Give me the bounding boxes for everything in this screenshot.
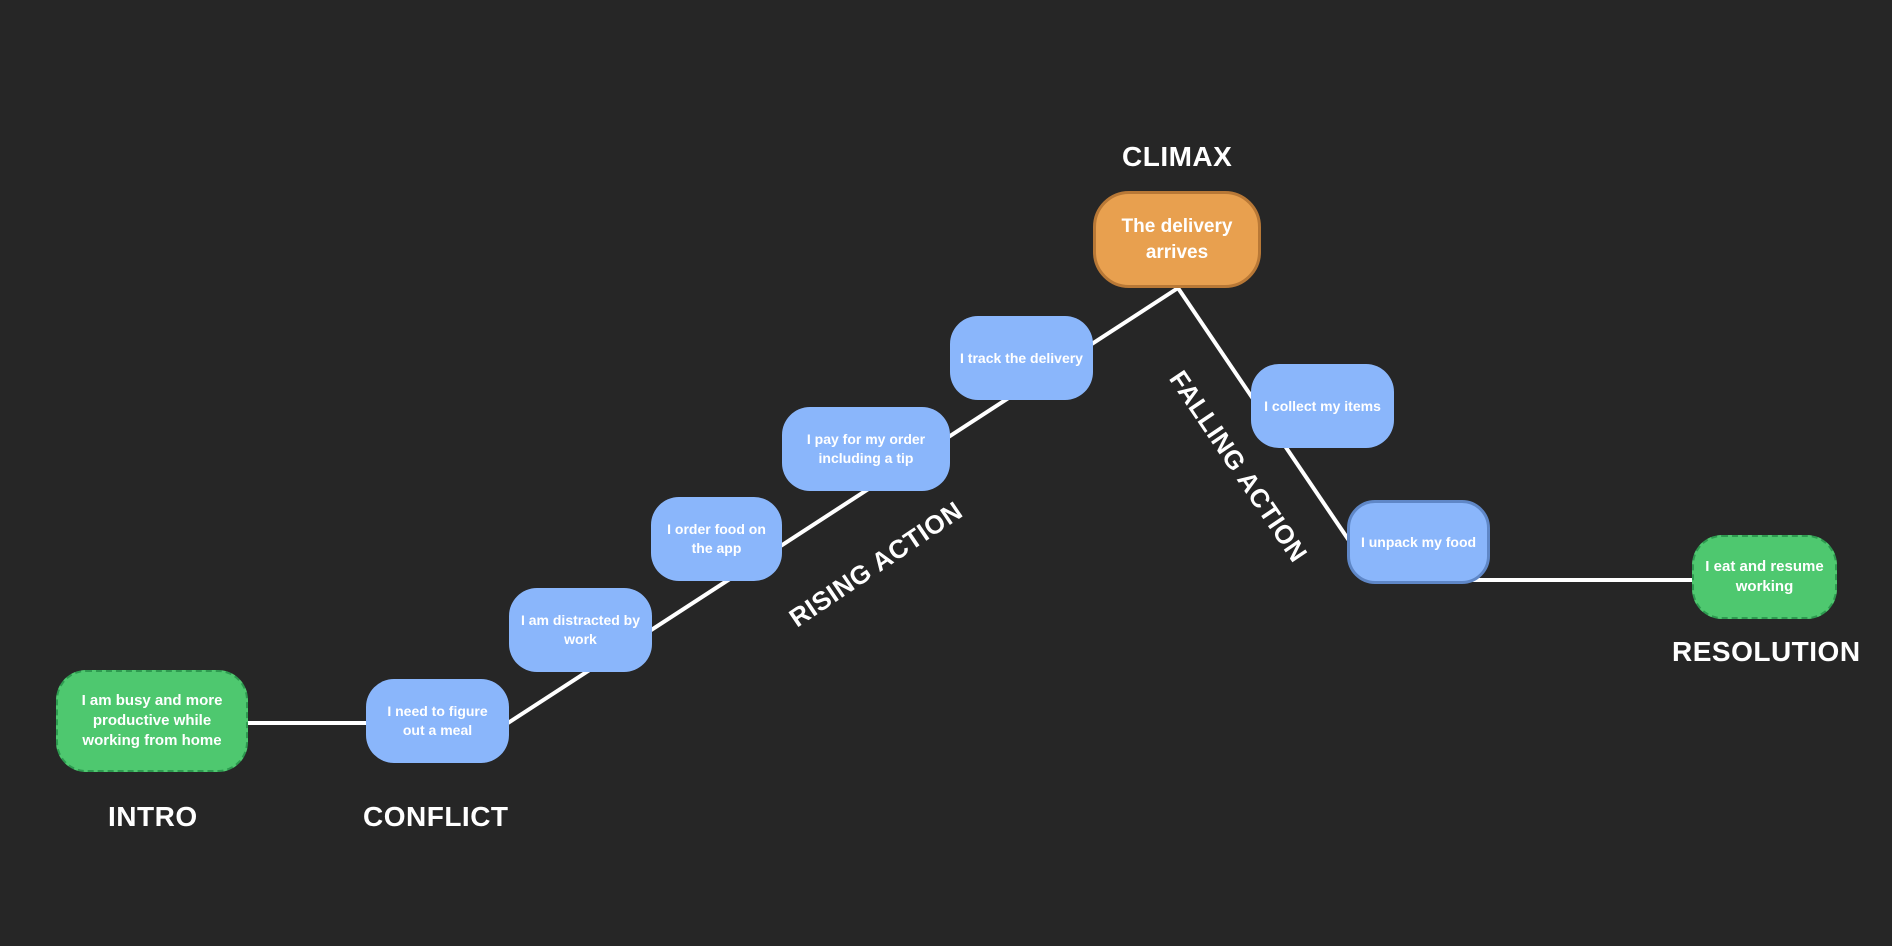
climax-node-text: The delivery arrives [1121,215,1233,263]
resolution-node-text: I eat and resume working [1705,558,1824,595]
distracted-node: I am distracted by work [509,588,652,672]
order-food-node: I order food on the app [651,497,782,581]
intro-node: I am busy and more productive while work… [56,670,248,772]
conflict-node: I need to figure out a meal [366,679,509,763]
unpack-food-node-text: I unpack my food [1360,533,1477,550]
pay-order-node-text: I pay for my order including a tip [806,431,926,466]
intro-label: INTRO [108,801,198,832]
order-food-node-text: I order food on the app [667,521,766,556]
climax-node: The delivery arrives [1093,191,1261,288]
climax-label: CLIMAX [1122,141,1233,172]
collect-items-node-text: I collect my items [1264,397,1381,414]
pay-order-node: I pay for my order including a tip [782,407,950,491]
distracted-node-text: I am distracted by work [520,612,641,647]
collect-items-node: I collect my items [1251,364,1394,448]
track-delivery-node-text: I track the delivery [960,349,1083,366]
intro-node-text: I am busy and more productive while work… [81,692,223,749]
track-delivery-node: I track the delivery [950,316,1093,400]
resolution-label: RESOLUTION [1672,636,1861,667]
conflict-label: CONFLICT [363,801,509,832]
resolution-node: I eat and resume working [1692,535,1837,619]
unpack-food-node: I unpack my food [1347,500,1490,584]
conflict-node-text: I need to figure out a meal [387,703,488,738]
